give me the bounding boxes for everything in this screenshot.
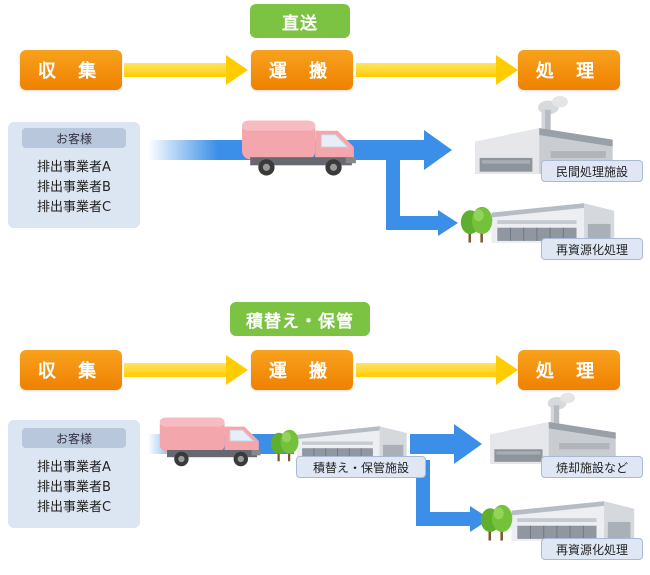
facility-label: 民間処理施設: [541, 160, 643, 182]
step-collection: 収 集: [20, 350, 122, 390]
customer-line: 排出事業者A: [37, 460, 111, 475]
yellow-arrow-2b: [356, 355, 518, 385]
customer-line: 排出事業者C: [36, 200, 112, 215]
tree-icon: [480, 504, 513, 541]
yellow-arrow-1b: [356, 55, 518, 85]
customer-line: 排出事業者A: [37, 160, 111, 175]
customer-line: 排出事業者C: [36, 500, 112, 515]
warehouse-icon: [511, 500, 635, 542]
truck-icon: [241, 120, 357, 176]
customer-panel: お客様 排出事業者A 排出事業者B 排出事業者C: [8, 122, 140, 228]
yellow-arrow-2a: [124, 355, 248, 385]
customer-title: お客様: [22, 128, 126, 148]
route-label-transfer: 積替え・保管: [230, 302, 370, 336]
transfer-facility-label: 積替え・保管施設: [296, 456, 426, 478]
customer-line: 排出事業者B: [37, 180, 111, 195]
customer-line: 排出事業者B: [37, 480, 111, 495]
step-processing: 処 理: [518, 350, 620, 390]
facility-label: 焼却施設など: [541, 456, 643, 478]
tree-icon: [460, 206, 493, 243]
facility-label: 再資源化処理: [541, 538, 643, 560]
customer-panel: お客様 排出事業者A 排出事業者B 排出事業者C: [8, 420, 140, 528]
tree-icon: [270, 429, 299, 462]
factory-icon: [490, 392, 616, 464]
blue-arrow-branch-1: [386, 150, 458, 236]
blue-arrow-main-2b: [410, 424, 482, 464]
step-collection: 収 集: [20, 50, 122, 90]
yellow-arrow-1a: [124, 55, 248, 85]
step-processing: 処 理: [518, 50, 620, 90]
warehouse-icon: [491, 202, 615, 244]
customer-title: お客様: [22, 428, 126, 448]
step-transport: 運 搬: [251, 350, 353, 390]
facility-label: 再資源化処理: [541, 238, 643, 260]
route-label-direct: 直送: [250, 4, 350, 38]
truck-icon: [159, 417, 262, 467]
step-transport: 運 搬: [251, 50, 353, 90]
blue-arrow-branch-2: [416, 460, 490, 532]
